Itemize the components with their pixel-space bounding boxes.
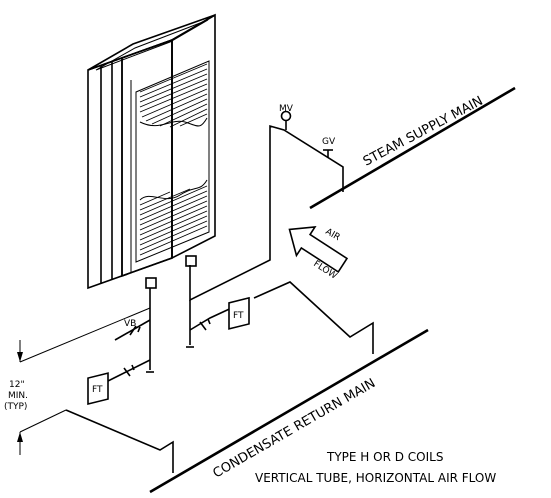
coil-fins-upper: [139, 63, 208, 128]
steam-supply-piping: [189, 86, 516, 345]
check-valve-lower: [123, 364, 135, 377]
mv-label: MV: [279, 104, 294, 114]
dim-label-line1: 12": [9, 380, 25, 390]
caption-line1: TYPE H OR D COILS: [326, 450, 443, 464]
gv-label: GV: [322, 137, 336, 147]
air-flow-arrow: [288, 225, 349, 273]
coil-fins-lower: [139, 185, 208, 256]
ft-trap-upper: [228, 296, 250, 330]
vb-label: VB: [124, 319, 136, 329]
condensate-return-main-label: CONDENSATE RETURN MAIN: [211, 376, 379, 481]
condensate-return-piping: [65, 281, 429, 494]
dim-label-line2: MIN.: [8, 391, 28, 401]
caption-line2: VERTICAL TUBE, HORIZONTAL AIR FLOW: [255, 471, 496, 485]
check-valve-upper: [199, 318, 211, 331]
ft-lower-label: FT: [92, 385, 103, 395]
ft-upper-label: FT: [233, 311, 244, 321]
steam-supply-main-label: STEAM SUPPLY MAIN: [361, 94, 486, 170]
air-label: AIR: [324, 227, 342, 243]
ft-trap-lower: [87, 372, 109, 406]
dim-label-line3: (TYP): [4, 402, 27, 412]
dimension-12in: [17, 307, 151, 455]
vacuum-breaker: [129, 325, 141, 336]
heating-coil-unit: [87, 13, 216, 290]
